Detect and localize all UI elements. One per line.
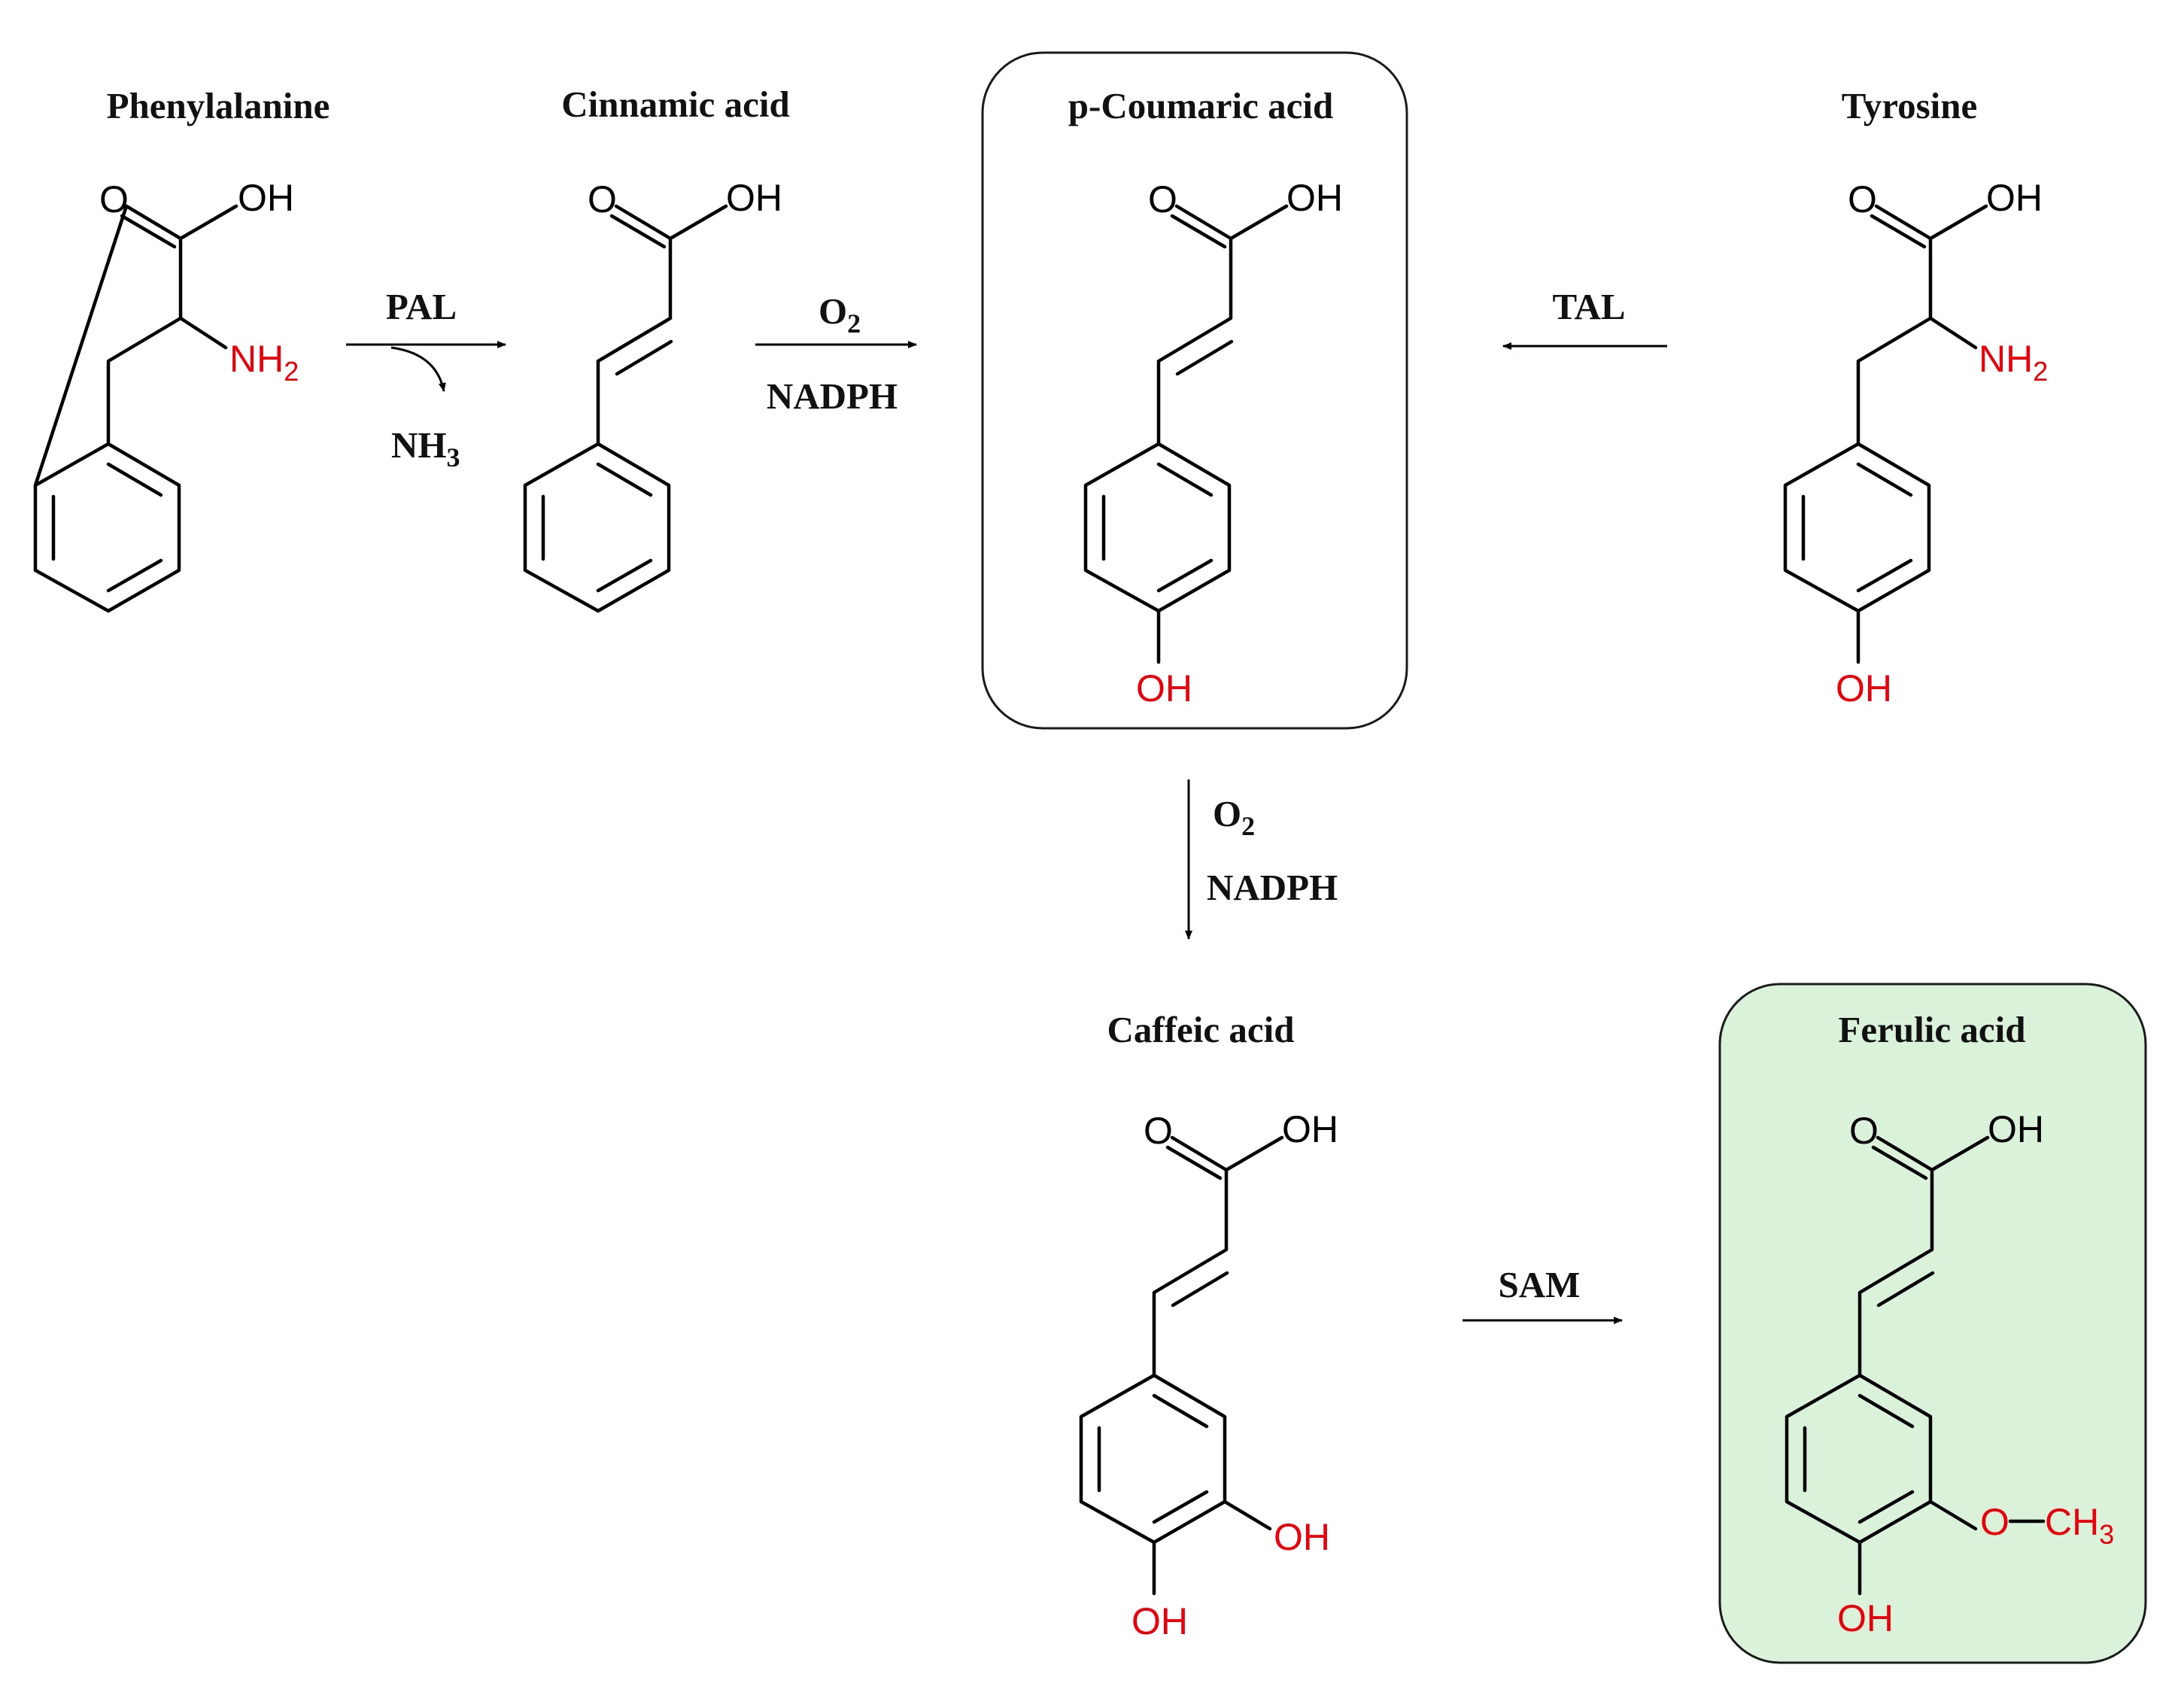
p-coumaric-acid-hydroxyl-oh: OH — [1286, 177, 1343, 219]
ferulic-acid-methyl-ch3: CH3 — [2045, 1501, 2114, 1550]
tyrosine-title: Tyrosine — [1842, 85, 1978, 126]
cinnamic-acid-carbonyl-o: O — [588, 178, 617, 220]
ferulic-acid-title: Ferulic acid — [1838, 1009, 2025, 1050]
comt-reaction: SAM — [1463, 1264, 1623, 1324]
cinnamic-acid-structure: O OH — [523, 177, 782, 613]
caffeic-acid-para-oh: OH — [1131, 1600, 1188, 1642]
tyrosine-amine-nh2: NH2 — [1979, 338, 2048, 387]
c3h-reaction: O2 NADPH — [1185, 779, 1338, 940]
sam-label: SAM — [1499, 1264, 1581, 1305]
ferulic-acid-para-oh: OH — [1837, 1597, 1894, 1639]
cinnamic-acid-hydroxyl-oh: OH — [726, 177, 782, 219]
caffeic-acid-structure: O OH OH OH — [1079, 1108, 1338, 1642]
tal-enzyme-label: TAL — [1552, 286, 1625, 327]
c3h-oxygen-label: O2 — [1213, 793, 1255, 841]
phenylalanine-carbonyl-o: O — [99, 178, 129, 220]
cinnamic-acid-title: Cinnamic acid — [561, 84, 790, 125]
p-coumaric-acid-phenol-oh: OH — [1136, 667, 1192, 709]
ferulic-acid-highlight-box — [1718, 983, 2147, 1664]
ferulic-acid-methoxy-o: O — [1980, 1501, 2009, 1543]
pal-enzyme-label: PAL — [386, 286, 457, 327]
caffeic-acid-carbonyl-o: O — [1144, 1110, 1173, 1152]
ferulic-acid-hydroxyl-oh: OH — [1988, 1108, 2044, 1150]
caffeic-acid-title: Caffeic acid — [1107, 1009, 1295, 1050]
phenylalanine-amine-nh2: NH2 — [229, 338, 299, 387]
phenylalanine-structure: O OH NH2 — [33, 177, 299, 613]
ammonia-byproduct-label: NH3 — [391, 424, 460, 472]
ferulic-acid-structure: O OH O CH3 OH — [1785, 1108, 2114, 1639]
caffeic-acid-hydroxyl-oh: OH — [1282, 1108, 1338, 1150]
p-coumaric-acid-structure: O OH OH — [1083, 177, 1343, 709]
caffeic-acid-meta-oh: OH — [1274, 1516, 1330, 1558]
c4h-reaction: O2 NADPH — [755, 290, 917, 417]
p-coumaric-acid-carbonyl-o: O — [1148, 178, 1177, 220]
phenylalanine-hydroxyl-oh: OH — [238, 177, 294, 219]
tyrosine-phenol-oh: OH — [1836, 667, 1892, 709]
p-coumaric-acid-highlight-box — [981, 51, 1408, 730]
tyrosine-hydroxyl-oh: OH — [1986, 177, 2043, 219]
tyrosine-structure: O OH NH2 OH — [1783, 177, 2048, 709]
c4h-oxygen-label: O2 — [819, 290, 861, 339]
c3h-nadph-label: NADPH — [1207, 867, 1338, 908]
phenylalanine-title: Phenylalanine — [107, 85, 330, 126]
c4h-nadph-label: NADPH — [767, 375, 898, 417]
tyrosine-carbonyl-o: O — [1848, 178, 1877, 220]
tal-reaction: TAL — [1502, 286, 1667, 350]
ammonia-release-curve — [390, 346, 446, 392]
p-coumaric-acid-title: p-Coumaric acid — [1068, 85, 1334, 126]
pal-reaction: PAL NH3 — [346, 286, 506, 472]
ferulic-acid-carbonyl-o: O — [1849, 1110, 1879, 1152]
